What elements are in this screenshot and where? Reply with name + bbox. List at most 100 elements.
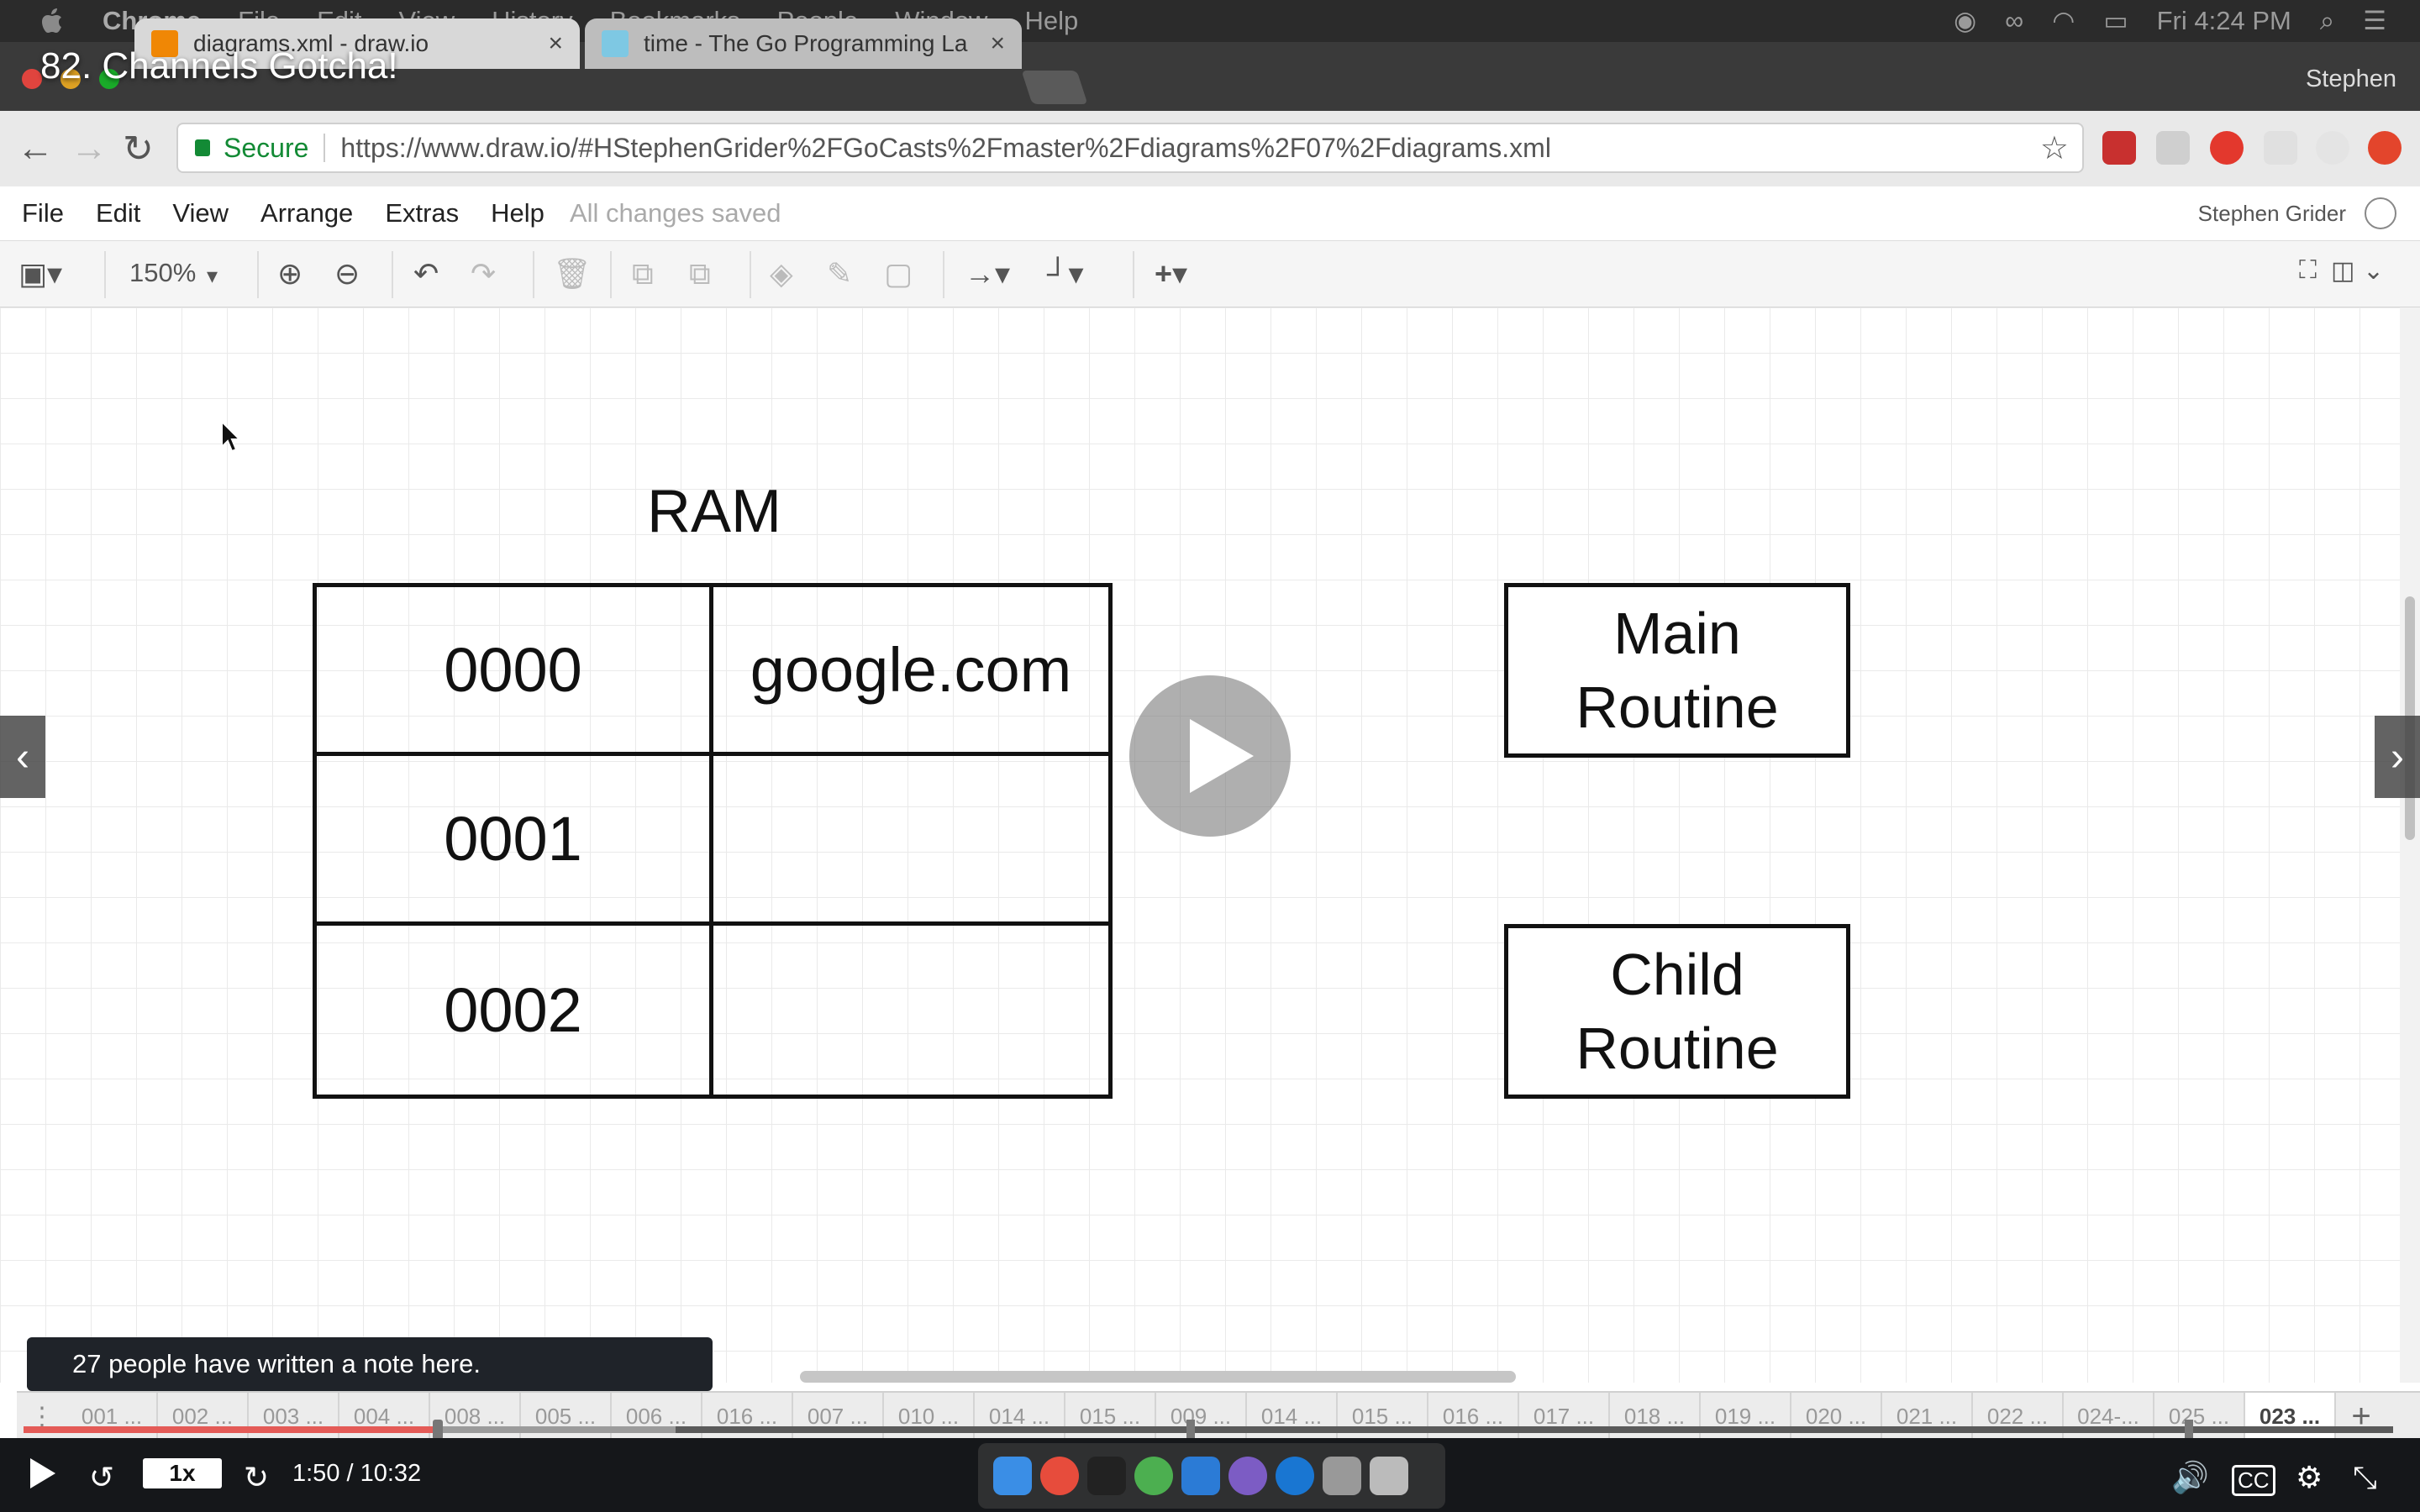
reload-icon[interactable]: ↻: [123, 129, 154, 170]
to-back-icon[interactable]: ⧉: [689, 256, 711, 291]
format-panel-icon[interactable]: ▣▾: [18, 256, 63, 291]
page-tab[interactable]: 014 ...: [1247, 1393, 1338, 1440]
pages-menu-icon[interactable]: ⋮: [29, 1402, 55, 1431]
play-button-icon[interactable]: [30, 1458, 55, 1488]
ram-table[interactable]: 0000 google.com 0001 0002: [313, 583, 1113, 1099]
fill-color-icon[interactable]: ◈: [770, 256, 793, 291]
toggle-panel-icon[interactable]: ◫: [2331, 257, 2355, 285]
playback-speed-button[interactable]: 1x: [143, 1458, 222, 1488]
safari-icon[interactable]: [1276, 1457, 1314, 1495]
adblock-extension-icon[interactable]: [2210, 131, 2244, 165]
page-tab[interactable]: 018 ...: [1610, 1393, 1701, 1440]
page-tab[interactable]: 021 ...: [1882, 1393, 1973, 1440]
fullscreen-icon[interactable]: ⛶: [2299, 256, 2317, 284]
vertical-scrollbar[interactable]: [2400, 307, 2420, 1383]
to-front-icon[interactable]: ⧉: [632, 256, 654, 291]
new-tab-button[interactable]: [1021, 71, 1088, 104]
notes-banner[interactable]: 27 people have written a note here.: [27, 1337, 713, 1391]
bookmark-marker[interactable]: [1186, 1420, 1195, 1440]
rewind-icon[interactable]: ↺: [89, 1460, 115, 1494]
page-tab[interactable]: 006 ...: [612, 1393, 702, 1440]
page-tab[interactable]: 015 ...: [1065, 1393, 1156, 1440]
page-tab[interactable]: 017 ...: [1519, 1393, 1610, 1440]
insert-plus-icon[interactable]: +▾: [1155, 256, 1188, 291]
ram-address-cell[interactable]: 0001: [317, 756, 713, 926]
exit-fullscreen-icon[interactable]: ⤡: [2353, 1460, 2377, 1494]
close-window-icon[interactable]: [22, 69, 42, 89]
vscode-icon[interactable]: [1181, 1457, 1220, 1495]
menu-clock[interactable]: Fri 4:24 PM: [2156, 6, 2291, 35]
ram-value-cell[interactable]: [713, 756, 1108, 926]
page-tab[interactable]: 014 ...: [975, 1393, 1065, 1440]
forward-icon[interactable]: ↻: [244, 1460, 270, 1494]
drawio-menu-help[interactable]: Help: [491, 198, 544, 228]
minimize-window-icon[interactable]: [60, 69, 81, 89]
bookmark-marker[interactable]: [2185, 1420, 2193, 1440]
feather-extension-icon[interactable]: [2264, 131, 2297, 165]
page-tab[interactable]: 008 ...: [430, 1393, 521, 1440]
page-tab[interactable]: 010 ...: [884, 1393, 975, 1440]
notification-center-icon[interactable]: ☰: [2363, 6, 2386, 35]
browser-tab-go-time[interactable]: time - The Go Programming La ×: [585, 18, 1022, 69]
add-page-icon[interactable]: +: [2351, 1397, 2371, 1435]
maximize-window-icon[interactable]: [99, 69, 119, 89]
undo-icon[interactable]: ↶: [413, 256, 439, 291]
ram-title[interactable]: RAM: [647, 478, 781, 545]
pinterest-extension-icon[interactable]: [2316, 131, 2349, 165]
page-tab[interactable]: 015 ...: [1338, 1393, 1428, 1440]
back-arrow-icon[interactable]: ←: [17, 128, 54, 169]
tab-close-icon[interactable]: ×: [990, 29, 1005, 57]
ram-address-cell[interactable]: 0002: [317, 925, 713, 1095]
diagram-canvas[interactable]: [0, 307, 2400, 1383]
redo-icon[interactable]: ↷: [471, 256, 497, 291]
trash-icon[interactable]: [1370, 1457, 1408, 1495]
page-tab[interactable]: 007 ...: [793, 1393, 884, 1440]
page-tab[interactable]: 003 ...: [249, 1393, 339, 1440]
drawio-user-menu[interactable]: Stephen Grider: [2197, 200, 2346, 226]
ram-value-cell[interactable]: google.com: [713, 587, 1108, 757]
apple-icon[interactable]: [32, 7, 74, 35]
wifi-icon[interactable]: ◠: [2052, 6, 2075, 35]
terminal-icon[interactable]: [1087, 1457, 1126, 1495]
zoom-in-icon[interactable]: ⊕: [277, 256, 303, 291]
finder-icon[interactable]: [993, 1457, 1032, 1495]
page-tab[interactable]: 002 ...: [158, 1393, 249, 1440]
line-color-icon[interactable]: ✎: [827, 256, 853, 291]
collapse-chevron-icon[interactable]: ⌄: [2363, 257, 2385, 285]
video-play-overlay-button[interactable]: [1129, 675, 1291, 837]
next-lecture-chevron-icon[interactable]: ›: [2375, 716, 2420, 798]
forward-arrow-icon[interactable]: →: [71, 128, 108, 169]
page-tab[interactable]: 004 ...: [339, 1393, 430, 1440]
ram-address-cell[interactable]: 0000: [317, 587, 713, 757]
page-tab[interactable]: 022 ...: [1973, 1393, 2064, 1440]
browser-tab-drawio[interactable]: diagrams.xml - draw.io ×: [134, 18, 580, 69]
volume-icon[interactable]: 🔊: [2171, 1460, 2209, 1494]
language-globe-icon[interactable]: [2365, 197, 2396, 229]
video-progress-handle[interactable]: [433, 1420, 443, 1440]
sketch-icon[interactable]: [1228, 1457, 1267, 1495]
connection-style-icon[interactable]: →▾: [965, 256, 1011, 291]
settings-gear-icon[interactable]: ⚙: [2296, 1460, 2323, 1494]
page-tab[interactable]: 005 ...: [521, 1393, 612, 1440]
page-tab[interactable]: 001 ...: [67, 1393, 158, 1440]
record-icon[interactable]: ◉: [1954, 6, 1977, 35]
lastpass-extension-icon[interactable]: [2102, 131, 2136, 165]
page-tab[interactable]: 025 ...: [2154, 1393, 2245, 1440]
page-tab[interactable]: 009 ...: [1156, 1393, 1247, 1440]
ram-value-cell[interactable]: [713, 926, 1108, 1095]
shadow-icon[interactable]: ▢: [884, 256, 913, 291]
previous-lecture-chevron-icon[interactable]: ‹: [0, 716, 45, 798]
profile-name[interactable]: Stephen: [2305, 66, 2396, 92]
page-tab[interactable]: 016 ...: [1428, 1393, 1519, 1440]
drawio-menu-file[interactable]: File: [22, 198, 64, 228]
zoom-out-icon[interactable]: ⊖: [334, 256, 360, 291]
captions-icon[interactable]: CC: [2232, 1465, 2275, 1496]
zoom-select[interactable]: 150%: [129, 258, 197, 287]
menu-help[interactable]: Help: [1024, 6, 1079, 35]
waypoints-icon[interactable]: ┘▾: [1047, 256, 1084, 291]
page-tab[interactable]: 016 ...: [702, 1393, 793, 1440]
zoom-dropdown-chevron-icon[interactable]: ▾: [207, 263, 218, 288]
drive-extension-icon[interactable]: [2156, 131, 2190, 165]
